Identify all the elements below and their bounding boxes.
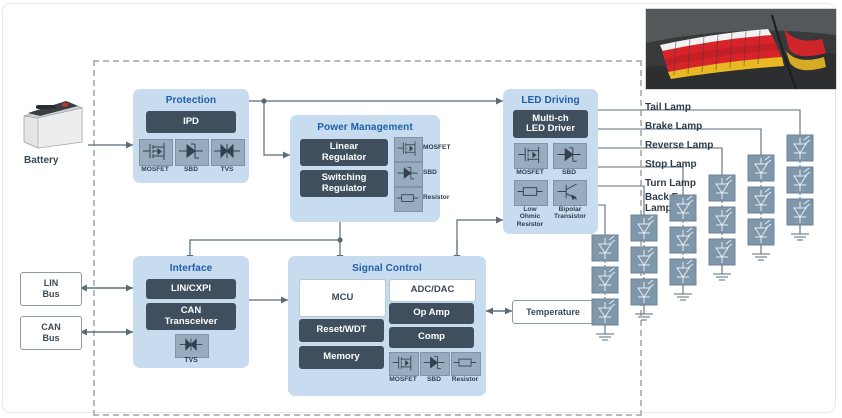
block-protection[interactable]: Protection IPD MOSFET SBD TVS	[133, 89, 249, 183]
schottky-diode-symbol-icon	[175, 139, 209, 166]
tvs-diode-symbol-icon	[211, 139, 245, 166]
wire-protection-to-power-management	[263, 101, 290, 159]
chip-can-transceiver[interactable]: CAN Transceiver	[146, 303, 236, 330]
label-sbd: SBD	[423, 169, 437, 176]
lamp-label-reverse: Reverse Lamp	[645, 140, 714, 151]
ground-symbol-icon	[596, 325, 614, 341]
block-power-management-title: Power Management	[317, 122, 413, 133]
label-mosfet: MOSFET	[516, 169, 544, 176]
bipolar-transistor-symbol-icon	[553, 180, 587, 206]
label-mosfet: MOSFET	[141, 166, 169, 173]
ground-symbol-icon	[752, 245, 770, 261]
battery-illustration	[23, 101, 84, 149]
led-string-tail-lamp	[786, 134, 814, 241]
mosfet-symbol-icon	[139, 139, 173, 166]
resistor-symbol-icon	[514, 180, 548, 206]
resistor-symbol-icon	[394, 187, 423, 212]
can-bus-box[interactable]: CAN Bus	[20, 316, 82, 350]
chip-ipd[interactable]: IPD	[146, 111, 236, 133]
chip-memory[interactable]: Memory	[299, 346, 384, 369]
chip-reset-wdt[interactable]: Reset/WDT	[299, 319, 384, 342]
lamp-label-tail: Tail Lamp	[645, 102, 691, 113]
schottky-diode-symbol-icon	[420, 352, 450, 376]
led-string-back-fog-lamp	[591, 234, 619, 341]
label-tvs: TVS	[220, 166, 234, 173]
block-interface[interactable]: Interface LIN/CXPI CAN Transceiver TVS	[133, 256, 249, 368]
schottky-diode-symbol-icon	[553, 143, 587, 169]
ground-symbol-icon	[635, 305, 653, 321]
block-power-management[interactable]: Power Management Linear Regulator Switch…	[290, 115, 450, 222]
led-string-turn-lamp	[630, 214, 658, 321]
chip-comp[interactable]: Comp	[389, 327, 474, 348]
block-interface-title: Interface	[169, 263, 213, 274]
label-mosfet: MOSFET	[389, 376, 417, 383]
chip-mcu[interactable]: MCU	[299, 279, 386, 317]
chip-linear-regulator[interactable]: Linear Regulator	[300, 139, 388, 166]
label-mosfet: MOSFET	[423, 144, 451, 151]
lamp-output-wires	[598, 109, 801, 235]
lamp-label-brake: Brake Lamp	[645, 121, 703, 132]
label-tvs: TVS	[184, 357, 198, 364]
label-resistor: Resistor	[451, 376, 479, 383]
lamp-label-stop: Stop Lamp	[645, 159, 697, 170]
led-string-brake-lamp	[747, 154, 775, 261]
label-sbd: SBD	[184, 166, 198, 173]
schottky-diode-symbol-icon	[394, 162, 423, 187]
label-low-ohmic-resistor: Low Ohmic Resistor	[516, 206, 544, 228]
block-led-driving-title: LED Driving	[521, 95, 580, 106]
block-led-driving[interactable]: LED Driving Multi-ch LED Driver MOSFET S…	[503, 89, 598, 234]
label-bipolar-transistor: Bipolar Transistor	[554, 206, 586, 221]
chip-switching-regulator[interactable]: Switching Regulator	[300, 170, 388, 197]
led-string-stop-lamp	[669, 194, 697, 301]
chip-op-amp[interactable]: Op Amp	[389, 303, 474, 324]
chip-multi-ch-led-driver[interactable]: Multi-ch LED Driver	[513, 110, 588, 138]
label-sbd: SBD	[427, 376, 441, 383]
label-sbd: SBD	[562, 169, 576, 176]
lamp-label-turn: Turn Lamp	[645, 178, 696, 189]
mosfet-symbol-icon	[389, 352, 419, 376]
ground-symbol-icon	[713, 265, 731, 281]
tail-light-photo	[645, 8, 837, 90]
chip-lin-cxpi[interactable]: LIN/CXPI	[146, 279, 236, 299]
ground-symbol-icon	[674, 285, 692, 301]
wire-power-to-interface	[186, 239, 340, 262]
block-protection-title: Protection	[165, 95, 217, 106]
lin-bus-box[interactable]: LIN Bus	[20, 272, 82, 306]
ground-symbol-icon	[791, 225, 809, 241]
chip-adc-dac[interactable]: ADC/DAC	[389, 279, 476, 302]
battery-label: Battery	[24, 155, 59, 166]
led-string-reverse-lamp	[708, 174, 736, 281]
label-resistor: Resistor	[423, 194, 450, 201]
block-signal-control-title: Signal Control	[352, 263, 422, 274]
resistor-symbol-icon	[451, 352, 481, 376]
temperature-box[interactable]: Temperature	[512, 300, 594, 324]
tvs-diode-symbol-icon	[175, 334, 209, 358]
mosfet-symbol-icon	[394, 137, 423, 162]
mosfet-symbol-icon	[514, 143, 548, 169]
block-signal-control[interactable]: Signal Control MCU Reset/WDT Memory ADC/…	[288, 256, 486, 396]
